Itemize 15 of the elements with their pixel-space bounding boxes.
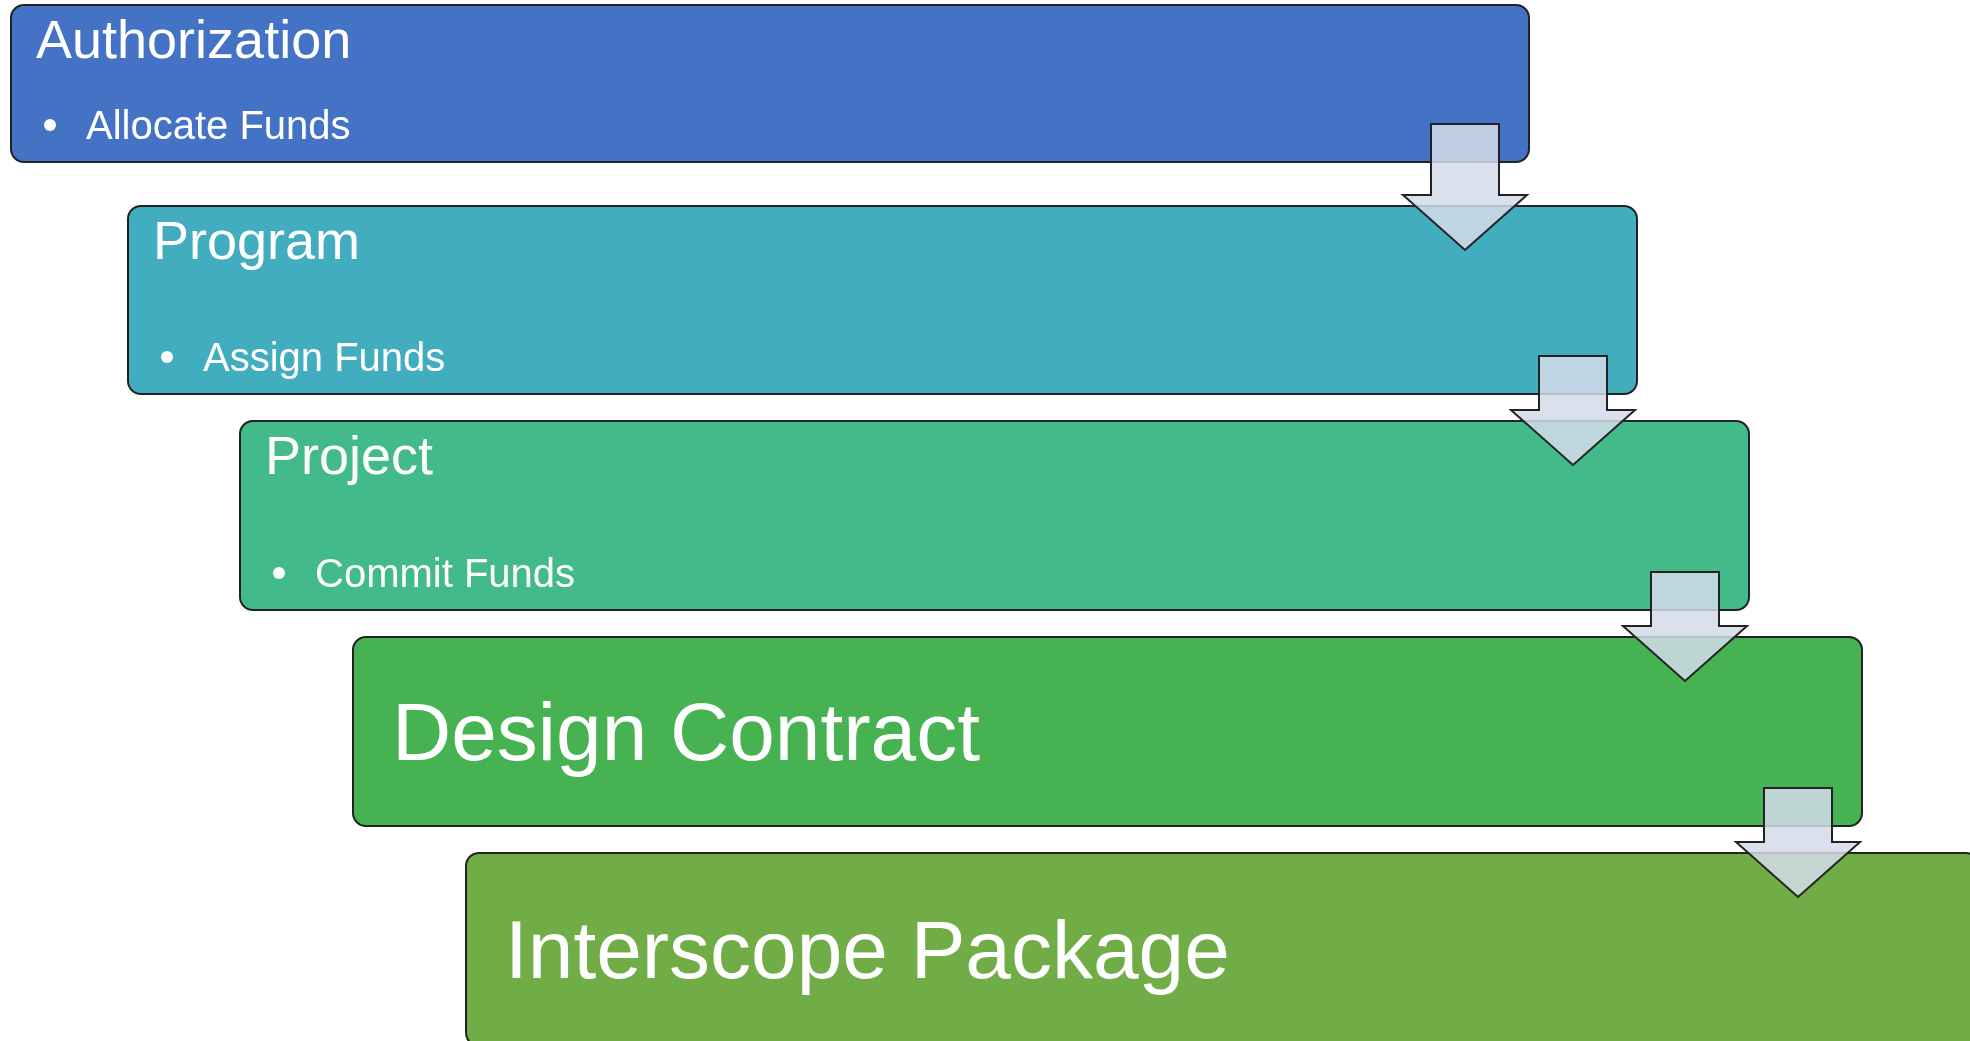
box-title: Authorization: [36, 8, 352, 71]
bullet-text: Assign Funds: [203, 334, 446, 381]
bullet-text: Commit Funds: [315, 550, 576, 597]
bullet-text: Allocate Funds: [86, 102, 351, 149]
block-arrow: [1508, 355, 1638, 467]
process-box: [10, 4, 1530, 163]
process-box: [127, 205, 1638, 395]
block-arrow: [1733, 787, 1863, 899]
process-box: [352, 636, 1863, 827]
process-box: [465, 852, 1970, 1041]
process-box: [239, 420, 1750, 611]
box-title: Program: [153, 209, 361, 272]
block-arrow: [1400, 123, 1530, 252]
block-arrow: [1620, 571, 1750, 683]
box-title: Project: [265, 424, 434, 487]
